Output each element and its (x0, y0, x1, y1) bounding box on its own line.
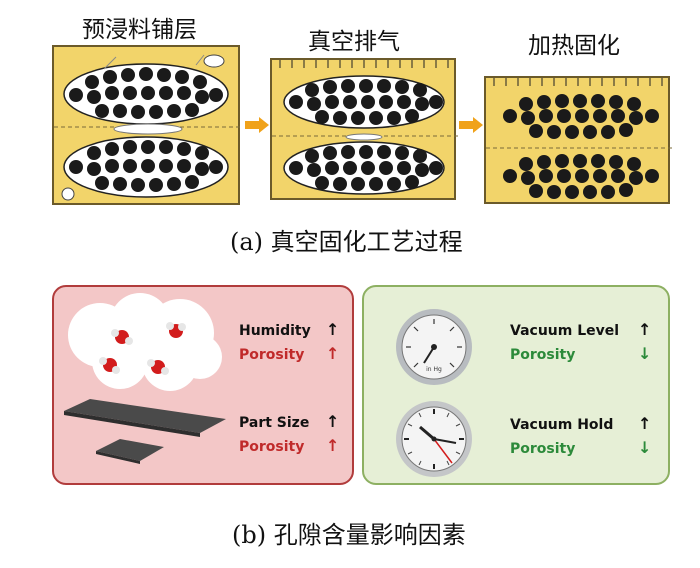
panel-vacuum-debulk (270, 58, 458, 200)
caption-a: (a) 真空固化工艺过程 (230, 228, 463, 256)
porosity-label: Porosity (239, 439, 305, 455)
porosity-up-arrow-icon: ↑ (326, 344, 340, 363)
panel-heat-cure (484, 76, 672, 204)
arrow-right-icon (459, 117, 483, 133)
vacuum-hold-up-arrow-icon: ↑ (638, 414, 652, 433)
porosity-label: Porosity (510, 347, 576, 363)
part-size-icon (64, 399, 226, 464)
porosity-label: Porosity (510, 441, 576, 457)
stage-title-cure: 加热固化 (528, 33, 620, 59)
stage-title-vacuum: 真空排气 (308, 29, 400, 55)
gauge-unit-label: in Hg (426, 366, 442, 373)
vacuum-level-up-arrow-icon: ↑ (638, 320, 652, 339)
porosity-down-arrow-icon: ↓ (638, 344, 652, 363)
caption-b: (b) 孔隙含量影响因素 (232, 521, 466, 549)
porosity-label: Porosity (239, 347, 305, 363)
humidity-up-arrow-icon: ↑ (326, 320, 340, 339)
arrow-right-icon (245, 117, 269, 133)
part-size-label: Part Size (239, 415, 310, 431)
panel-prepreg-layup (52, 45, 242, 205)
part-size-up-arrow-icon: ↑ (326, 412, 340, 431)
vacuum-gauge-icon: in Hg (396, 309, 472, 385)
panel-porosity-increase-factors: Humidity ↑ Porosity ↑ Part Size ↑ Porosi… (52, 285, 354, 485)
clock-icon (396, 401, 472, 477)
layup-illustration (54, 54, 242, 201)
vacuum-level-label: Vacuum Level (510, 323, 620, 339)
vacuum-illustration (272, 60, 458, 195)
porosity-up-arrow-icon: ↑ (326, 436, 340, 455)
porosity-down-arrow-icon: ↓ (638, 438, 652, 457)
water-molecules-icon (68, 293, 222, 391)
vacuum-hold-label: Vacuum Hold (510, 417, 614, 433)
stage-title-layup: 预浸料铺层 (82, 17, 197, 43)
panel-porosity-decrease-factors: in Hg Vacuum Level ↑ Porosity ↓ Vacuum H… (362, 285, 670, 485)
humidity-label: Humidity (239, 323, 311, 339)
cure-illustration (486, 78, 672, 199)
